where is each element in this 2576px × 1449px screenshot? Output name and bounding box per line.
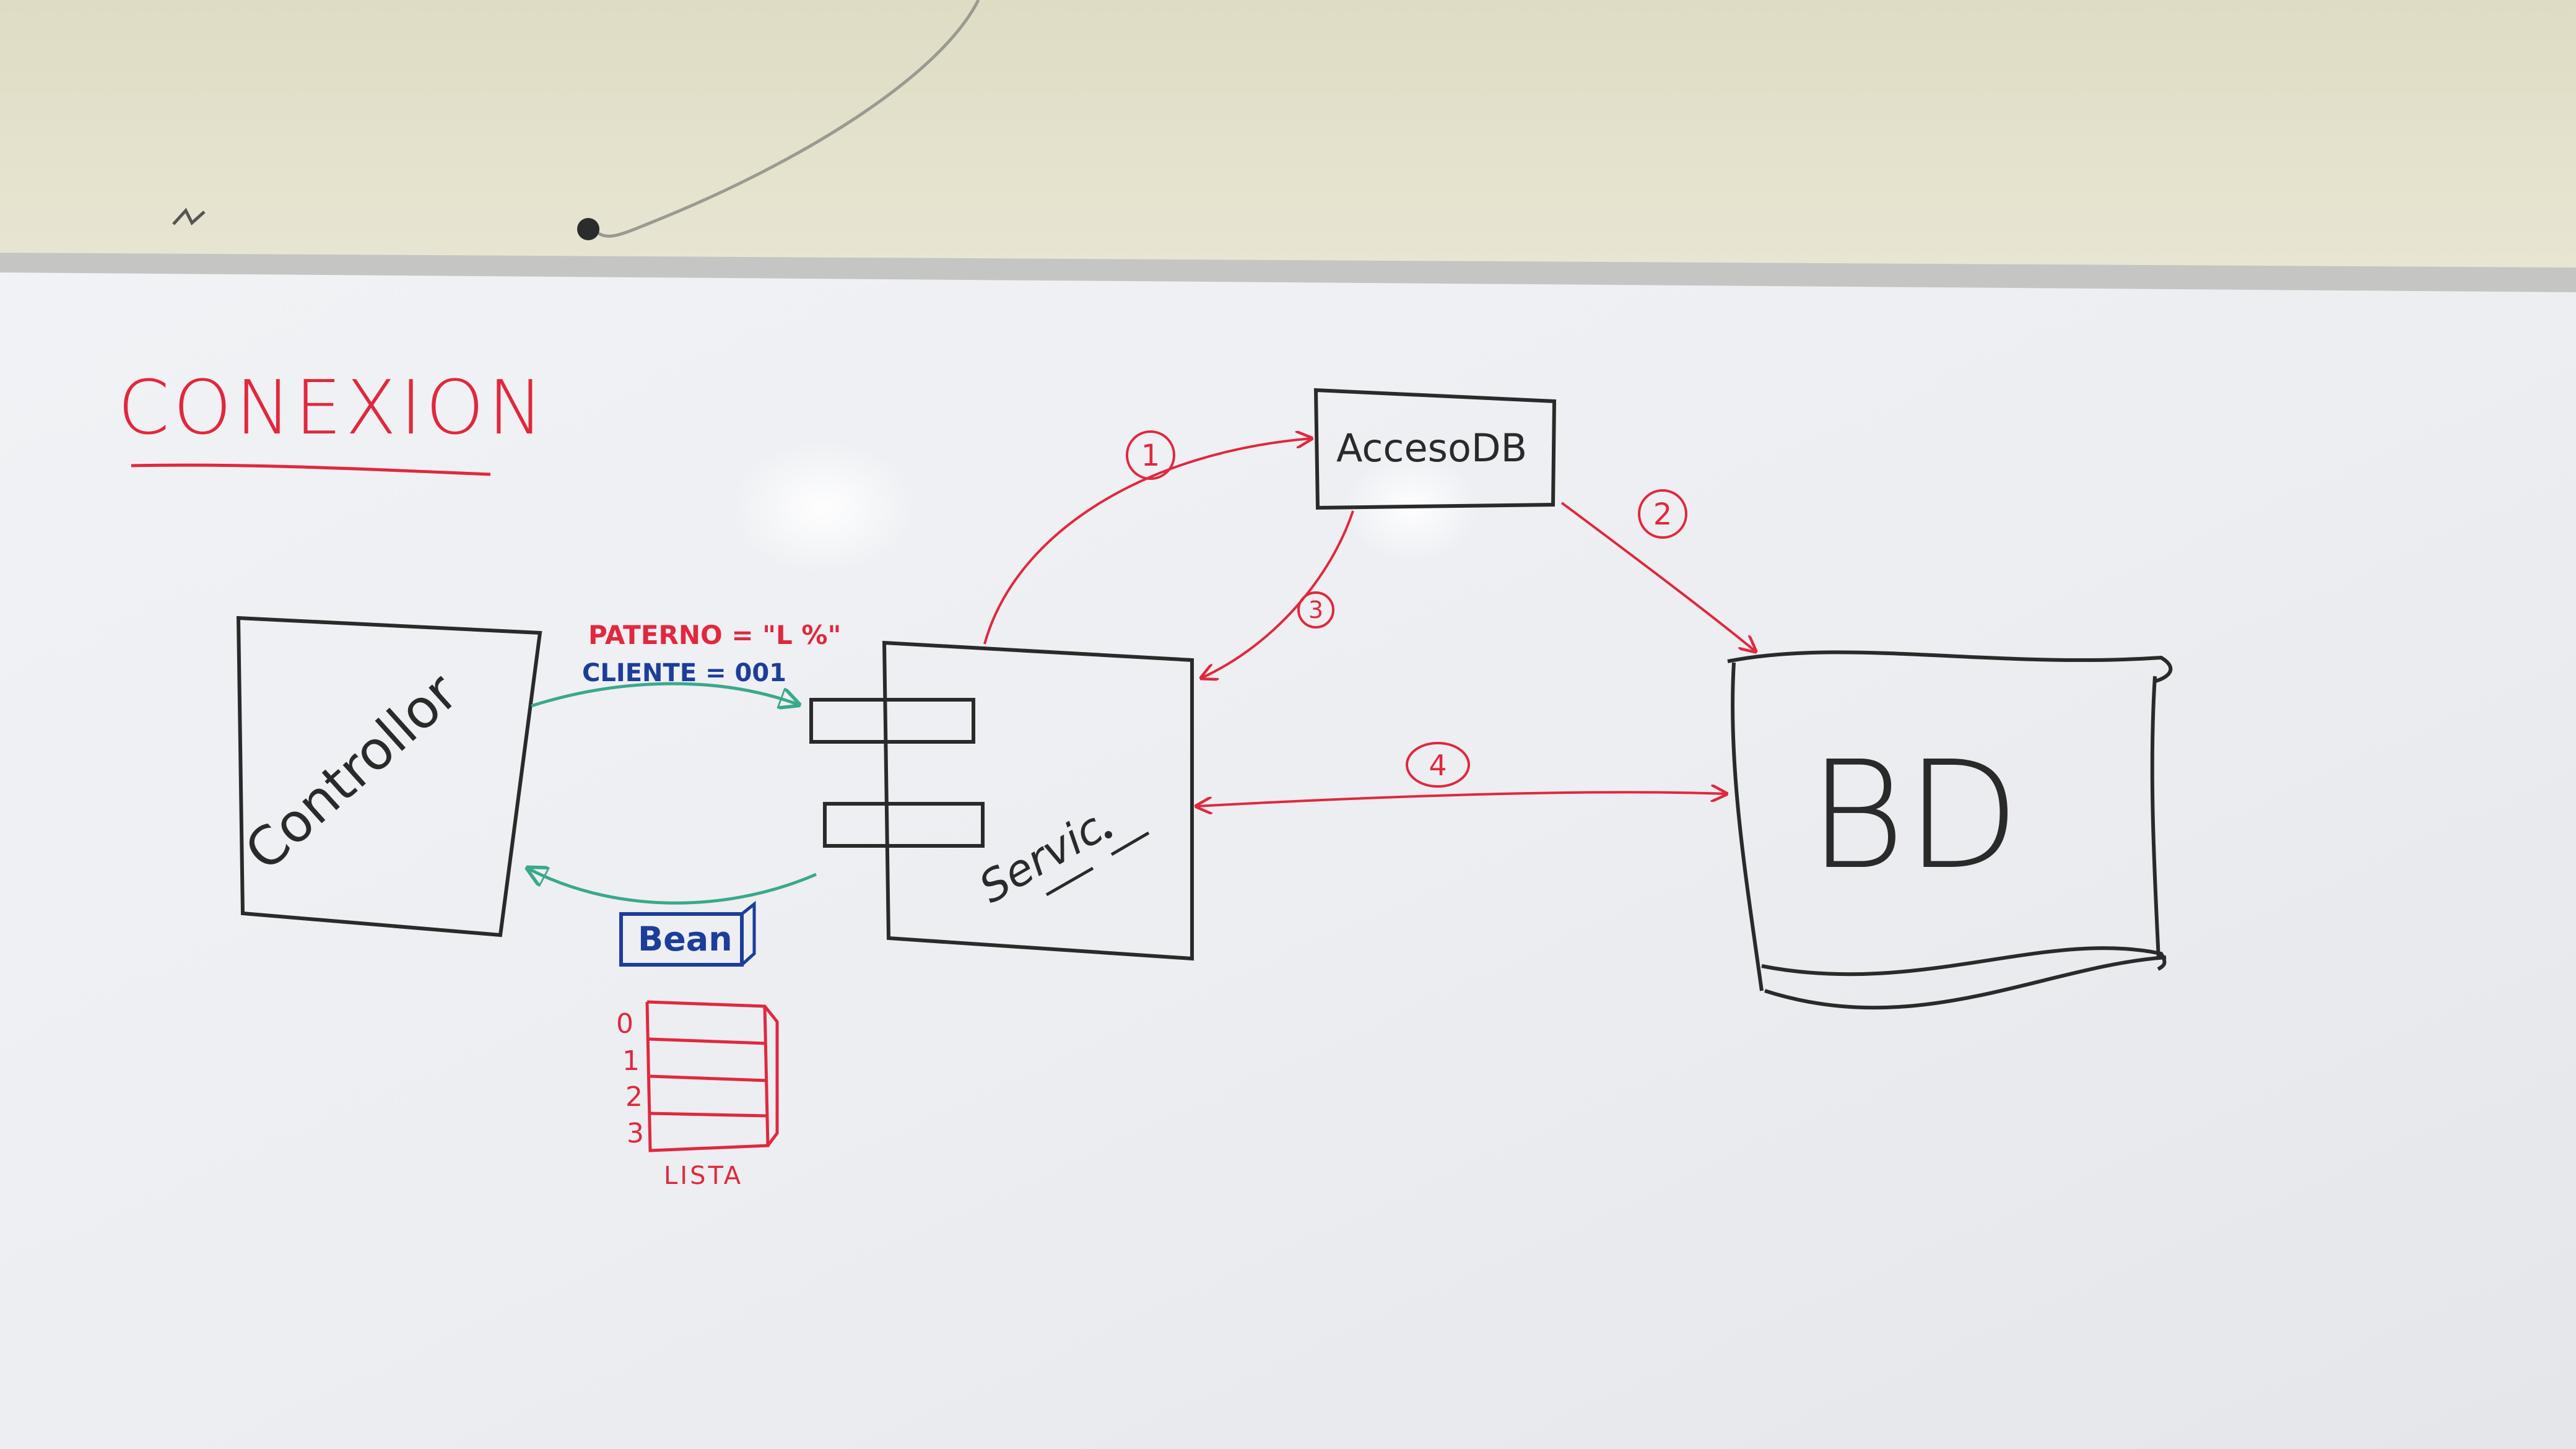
lista-index-2: 2 [625,1081,643,1113]
step-marker-2: 2 [1638,489,1687,539]
wall-plug [577,218,599,240]
wall [0,0,2576,272]
accesodb-box [1313,388,1557,510]
flow-arrow-1 [983,438,1312,645]
svg-text:1: 1 [1141,438,1160,473]
bean-label: Bean [638,920,733,959]
accesodb-label: AccesoDB [1336,425,1527,471]
flow-arrow-4 [1196,792,1726,806]
light-glare [731,440,916,576]
lista-index-1: 1 [622,1045,640,1077]
param-paterno: PATERNO = "L %" [588,620,841,650]
service-component [809,640,1194,961]
flow-arrow-3 [1201,510,1354,678]
step-marker-1: 1 [1126,430,1175,480]
svg-text:2: 2 [1653,497,1673,532]
service-underline [1045,831,1150,897]
wall-debris [172,207,206,226]
flow-arrow-2 [1560,502,1756,651]
lista-index-0: 0 [616,1008,633,1040]
whiteboard-frame [0,253,2576,297]
service-dot [1105,831,1112,838]
lista-index-3: 3 [627,1118,644,1149]
bean-box: Bean [619,900,756,967]
title-underline [131,463,491,476]
lista-label: LISTA [664,1162,743,1190]
svg-text:4: 4 [1429,749,1447,782]
bd-label: BD [1808,729,2020,902]
lista-stack [645,1000,779,1152]
svg-text:3: 3 [1308,596,1323,624]
response-arrow [528,868,817,905]
step-marker-3: 3 [1297,591,1334,629]
whiteboard-surface [0,272,2576,1449]
request-arrow [531,682,799,706]
controller-box [236,616,542,938]
bd-database [1727,650,2173,1010]
board-title: CONEXION [118,365,547,451]
step-marker-4: 4 [1406,742,1470,788]
power-cable [593,0,980,238]
